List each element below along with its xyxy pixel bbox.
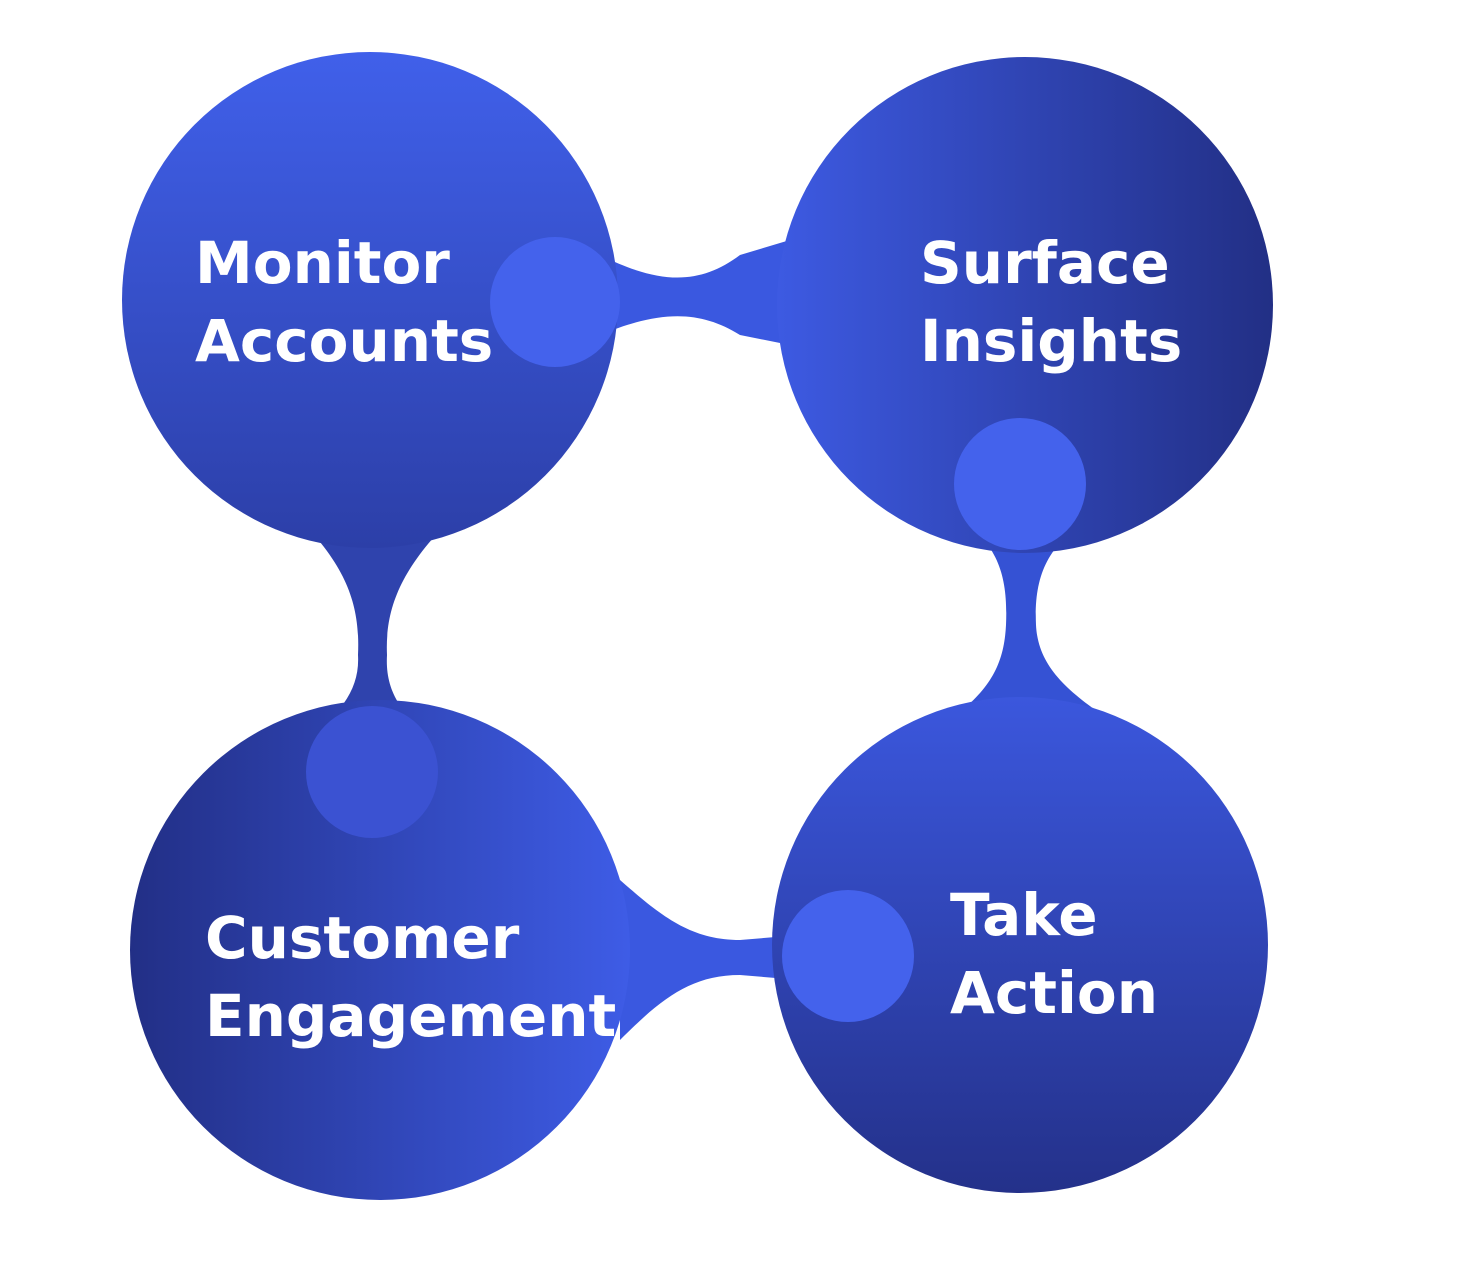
label-surface-insights: Surface Insights [920, 229, 1190, 375]
bubble-monitor-accounts [122, 52, 618, 548]
label-take-action: Take Action [950, 881, 1158, 1027]
connector-bottom [620, 880, 800, 1040]
label-line: Take [950, 881, 1098, 949]
connector-top [600, 240, 790, 345]
label-monitor-accounts: Monitor Accounts [195, 229, 493, 375]
label-line: Customer [205, 904, 520, 972]
knob-bottom [782, 890, 914, 1022]
label-line: Engagement [205, 982, 616, 1050]
label-customer-engagement: Customer Engagement [205, 904, 616, 1050]
label-line: Action [950, 959, 1158, 1027]
bubble-take-action [772, 697, 1268, 1193]
connectors [300, 240, 1110, 1040]
label-line: Accounts [195, 307, 493, 375]
bubble-surface-insights [777, 57, 1273, 553]
connector-right [950, 520, 1110, 720]
knob-right [954, 418, 1086, 550]
knob-top [490, 237, 620, 367]
label-line: Monitor [195, 229, 450, 297]
label-line: Insights [920, 307, 1182, 375]
label-line: Surface [920, 229, 1170, 297]
bubble-customer-engagement [130, 700, 630, 1200]
connector-left [300, 520, 450, 745]
knob-left [306, 706, 438, 838]
